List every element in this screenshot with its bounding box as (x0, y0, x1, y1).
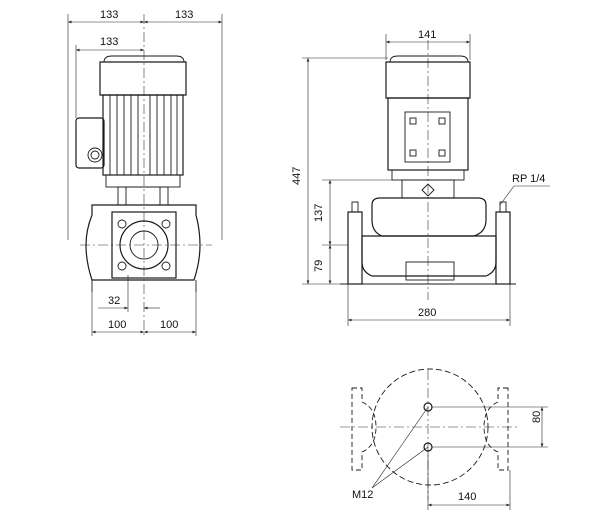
dim-mid-height: 137 (313, 204, 325, 222)
side-pump-head (371, 197, 487, 237)
dim-length: 280 (418, 307, 436, 319)
logo-mark (421, 183, 435, 197)
terminal-box (75, 117, 105, 169)
motor-fins (109, 95, 178, 175)
dim-top-inner: 133 (100, 36, 118, 48)
pump-housing (85, 204, 201, 281)
dim-hole-offset: 140 (458, 491, 476, 503)
side-pump-volute (361, 235, 497, 277)
bottom-flange-left (351, 387, 377, 471)
dim-top-left: 133 (100, 9, 118, 21)
cable-gland (87, 147, 103, 163)
dim-total-height: 447 (291, 167, 303, 185)
flange-bolt (117, 261, 127, 271)
motor-top-cap (103, 55, 185, 63)
flange-ring (119, 220, 169, 270)
side-view: 141 447 137 79 280 RP 1/4 (291, 29, 550, 326)
motor-fan-cover (99, 61, 187, 96)
dim-bottom-right: 100 (160, 319, 178, 331)
dim-bottom-left: 100 (108, 319, 126, 331)
dim-top-right: 133 (175, 9, 193, 21)
side-motor-cover (385, 61, 471, 99)
front-view: 133 133 133 32 100 100 (67, 9, 223, 336)
side-foot (405, 261, 455, 281)
motor-base (105, 174, 181, 188)
bottom-outline (371, 368, 489, 486)
side-flange-right (495, 211, 511, 285)
thread-label: M12 (352, 489, 373, 501)
dim-motor-width: 141 (418, 29, 436, 41)
flange-bolt (117, 219, 127, 229)
flange-bore (129, 230, 159, 260)
coupling-housing (117, 186, 169, 206)
inlet-flange (111, 211, 177, 279)
dim-hole-spacing: 80 (531, 411, 543, 423)
bottom-view: 80 140 M12 (340, 368, 548, 510)
dim-flange: 32 (108, 295, 120, 307)
bottom-flange-right (483, 387, 509, 471)
side-terminal-box (404, 111, 451, 163)
flange-bolt (161, 219, 171, 229)
dim-base-height: 79 (313, 260, 325, 272)
port-label: RP 1/4 (512, 173, 545, 185)
flange-bolt (161, 261, 171, 271)
side-flange-left (347, 211, 363, 285)
